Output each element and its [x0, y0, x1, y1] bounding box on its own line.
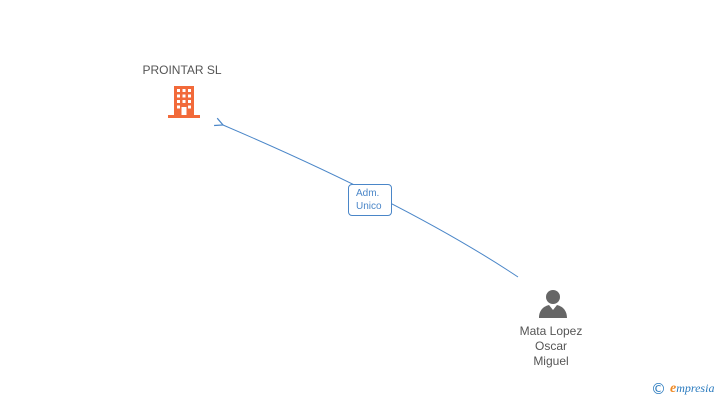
relation-label-line-2: Unico	[356, 201, 382, 212]
person-name[interactable]: Mata Lopez Oscar Miguel	[500, 324, 602, 369]
relation-label-line-1: Adm.	[356, 188, 380, 199]
brand-initial: e	[670, 381, 677, 396]
building-icon[interactable]	[168, 84, 200, 118]
empresia-watermark: © e mpresia	[651, 380, 714, 398]
relation-label[interactable]: Adm. Unico	[348, 184, 392, 216]
brand-rest: mpresia	[676, 381, 715, 395]
company-name[interactable]: PROINTAR SL	[142, 63, 222, 77]
brand-logo: e mpresia	[670, 381, 714, 397]
person-icon[interactable]	[537, 288, 569, 320]
person-name-line-3: Miguel	[533, 354, 569, 368]
person-name-line-2: Oscar	[534, 339, 567, 353]
copyright-icon: ©	[651, 380, 666, 398]
person-name-line-1: Mata Lopez	[519, 324, 583, 338]
